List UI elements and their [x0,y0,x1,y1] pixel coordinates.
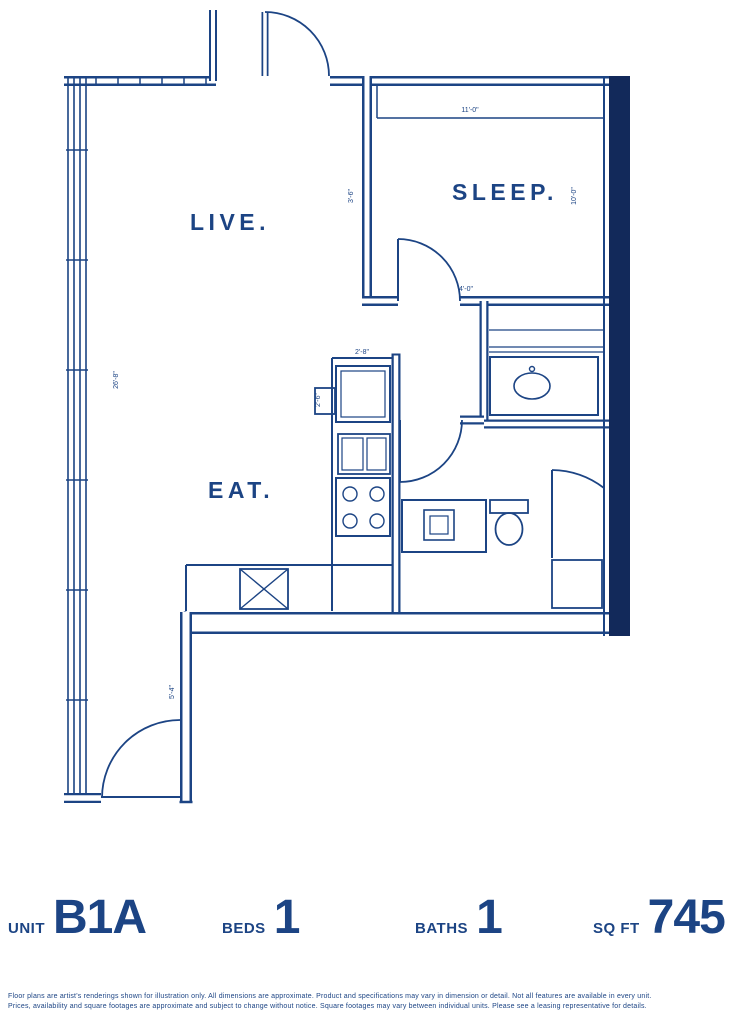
unit-value: B1A [53,891,147,944]
closet-shelf [489,346,603,353]
dimension-label: 10'-0" [571,187,578,205]
linen-closet [551,559,603,609]
shower-door-swing-arc [551,469,605,489]
solid-wall-slab [609,76,630,636]
dimension-label: 4'-0" [459,286,473,293]
burner [342,513,358,529]
bath-vanity [489,356,599,416]
fridge [335,365,391,423]
stove [335,477,391,537]
window-glazing-lines [67,76,87,802]
wall-bottom [183,611,630,635]
column [314,387,336,415]
room-label-live: LIVE. [190,209,270,235]
bath-sink [423,509,455,541]
window-mullion-ticks [66,149,88,801]
window-wall-left [66,76,88,802]
stat-sqft: SQ FT 745 [593,891,726,944]
stat-beds: BEDS 1 [222,891,301,944]
wall-top [64,76,630,86]
beds-label: BEDS [222,920,266,937]
kitchen-counter-edge [331,357,392,566]
disclaimer-line-1: Floor plans are artist's renderings show… [8,993,652,1000]
baths-value: 1 [476,891,503,944]
bedroom-door [397,238,461,302]
baths-label: BATHS [415,920,469,937]
toilet-bowl [494,512,524,546]
dimension-label: 26'-8" [113,371,120,389]
corridor-walls [64,612,193,804]
unit-stats: UNIT B1A BEDS 1 BATHS 1 SQ FT 745 [0,876,741,942]
burner [369,513,385,529]
dishwasher [239,568,289,610]
kitchen-sink [337,433,391,475]
closet [479,301,603,424]
unit-label: UNIT [8,920,45,937]
disclaimer-line-2: Prices, availability and square footages… [8,1003,647,1010]
bathroom-door-swing-arc [399,419,463,483]
wall-right-solid [603,76,630,636]
dimension-label: 3'-6" [348,189,355,203]
sqft-value: 745 [647,891,726,944]
stat-unit: UNIT B1A [8,891,147,944]
bathroom-fixtures [401,469,605,609]
plan-labels: LIVE. SLEEP. EAT. 11'-0" 10'-0" 3'-6" 26'-8" 4'… [113,107,578,699]
bath-walls [391,353,609,612]
island-counter [185,564,333,611]
beds-value: 1 [273,891,301,944]
sqft-label: SQ FT [593,920,640,937]
top-wall-window-ticks [95,76,207,86]
entry-door [209,10,330,81]
kitchen [185,357,392,611]
bathroom-door [399,419,463,483]
vanity-sink [513,372,551,400]
dimension-label: 2'-6" [315,393,322,407]
bedroom-door-swing-arc [397,238,461,302]
dimension-label: 2'-8" [355,349,369,356]
dimension-label: 11'-0" [461,107,479,114]
disclaimer: Floor plans are artist's renderings show… [8,992,736,1012]
room-label-eat: EAT. [208,477,274,503]
bath-counter [401,499,487,553]
partition-live-sleep [362,76,603,306]
dimension-label: 5'-4" [169,685,176,699]
floor-plan-sheet: LIVE. SLEEP. EAT. 11'-0" 10'-0" 3'-6" 26'-8" 4'… [64,10,630,804]
floor-plan: LIVE. SLEEP. EAT. 11'-0" 10'-0" 3'-6" 26'-8" 4'… [64,10,630,804]
lower-door-swing-arc [101,719,181,799]
vanity-counter [489,356,599,416]
toilet-tank [489,499,529,514]
lower-entry-door [101,719,181,799]
burner [342,486,358,502]
sleep-soffit-line [376,86,603,119]
stat-baths: BATHS 1 [415,891,503,944]
burner [369,486,385,502]
room-label-sleep: SLEEP. [452,179,558,205]
vanity-faucet [528,365,536,373]
entry-door-swing-arc [264,11,330,77]
